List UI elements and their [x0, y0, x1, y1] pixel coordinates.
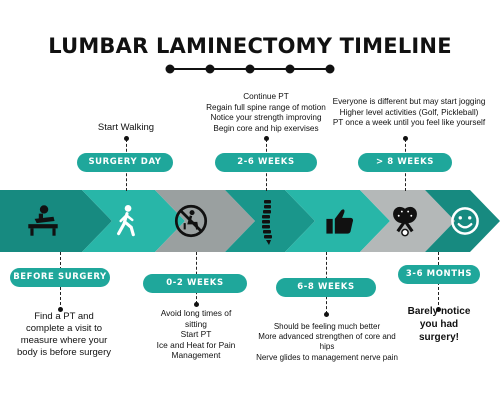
- physiotherapy-table-icon: [22, 200, 64, 242]
- band-segment-before-surgery: [0, 190, 112, 252]
- page-title: LUMBAR LAMINECTOMY TIMELINE: [48, 34, 452, 58]
- label-2-6-weeks: 2-6 WEEKS: [215, 153, 317, 172]
- label-before-surgery: BEFORE SURGERY: [10, 268, 110, 287]
- note-surgery-day: Start Walking: [97, 122, 155, 133]
- connector-dot: [264, 136, 269, 141]
- label-8-plus-weeks: > 8 WEEKS: [358, 153, 452, 172]
- note-0-2-weeks: Avoid long times of sitting Start PT Ice…: [156, 308, 236, 361]
- connector-dot: [324, 312, 329, 317]
- note-3-6-months: Barely notice you had surgery!: [407, 306, 471, 343]
- note-6-8-weeks: Should be feeling much better More advan…: [256, 322, 398, 362]
- label-3-6-months: 3-6 MONTHS: [398, 265, 480, 284]
- label-surgery-day: SURGERY DAY: [77, 153, 173, 172]
- thumbs-up-icon: [318, 200, 360, 242]
- no-sitting-icon: [170, 200, 212, 242]
- band-segment-3-6-months: [425, 190, 500, 252]
- title-divider: [165, 64, 335, 74]
- note-2-6-weeks: Continue PT Regain full spine range of m…: [206, 92, 326, 133]
- walking-person-icon: [106, 200, 148, 242]
- connector-dot: [58, 307, 63, 312]
- note-8-plus-weeks: Everyone is different but may start jogg…: [332, 97, 486, 127]
- smiley-face-icon: [444, 200, 486, 242]
- connector-dot: [124, 136, 129, 141]
- label-0-2-weeks: 0-2 WEEKS: [143, 274, 247, 293]
- connector-dot: [194, 302, 199, 307]
- band-segment-surgery-day: [82, 190, 185, 252]
- connector-dot: [403, 136, 408, 141]
- connector-dot: [436, 307, 441, 312]
- label-6-8-weeks: 6-8 WEEKS: [276, 278, 376, 297]
- spine-icon: [246, 198, 288, 246]
- note-before-surgery: Find a PT and complete a visit to measur…: [17, 311, 111, 358]
- pickleball-paddles-icon: [384, 200, 426, 242]
